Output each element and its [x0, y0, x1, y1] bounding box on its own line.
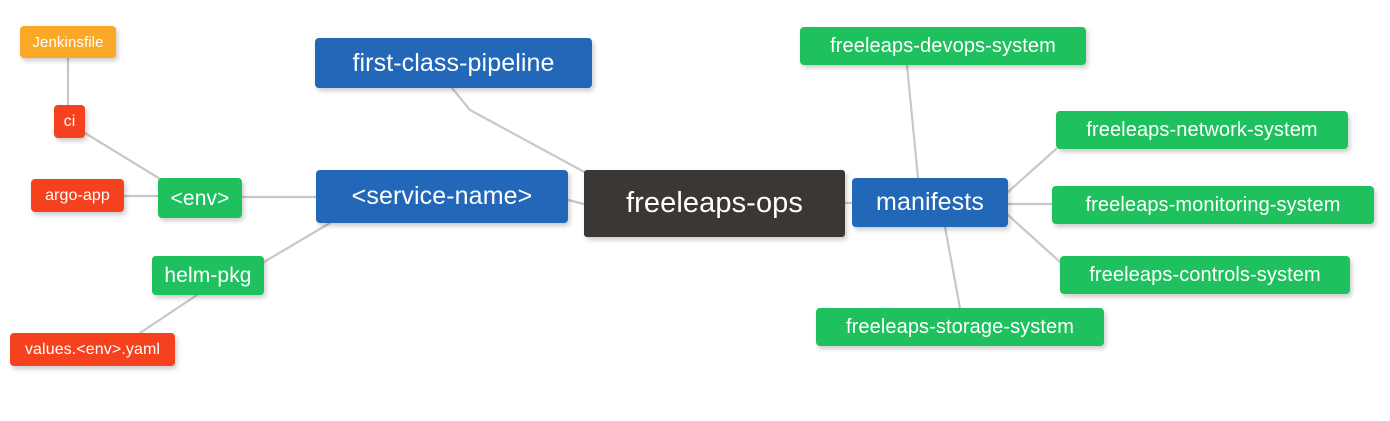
mindmap-node-manifests[interactable]: manifests [852, 178, 1008, 227]
mindmap-node-storage-system[interactable]: freeleaps-storage-system [816, 308, 1104, 346]
mindmap-node-root[interactable]: freeleaps-ops [584, 170, 845, 237]
mindmap-node-ci[interactable]: ci [54, 105, 85, 138]
mindmap-node-helm-pkg[interactable]: helm-pkg [152, 256, 264, 295]
mindmap-node-argo-app[interactable]: argo-app [31, 179, 124, 212]
mindmap-node-service-name[interactable]: <service-name> [316, 170, 568, 223]
mindmap-node-values-yaml[interactable]: values.<env>.yaml [10, 333, 175, 366]
mindmap-node-monitoring-system[interactable]: freeleaps-monitoring-system [1052, 186, 1374, 224]
mindmap-node-controls-system[interactable]: freeleaps-controls-system [1060, 256, 1350, 294]
mindmap-node-network-system[interactable]: freeleaps-network-system [1056, 111, 1348, 149]
mindmap-node-env[interactable]: <env> [158, 178, 242, 218]
mindmap-node-jenkinsfile[interactable]: Jenkinsfile [20, 26, 116, 58]
mindmap-node-first-class-pipeline[interactable]: first-class-pipeline [315, 38, 592, 88]
mindmap-node-devops-system[interactable]: freeleaps-devops-system [800, 27, 1086, 65]
